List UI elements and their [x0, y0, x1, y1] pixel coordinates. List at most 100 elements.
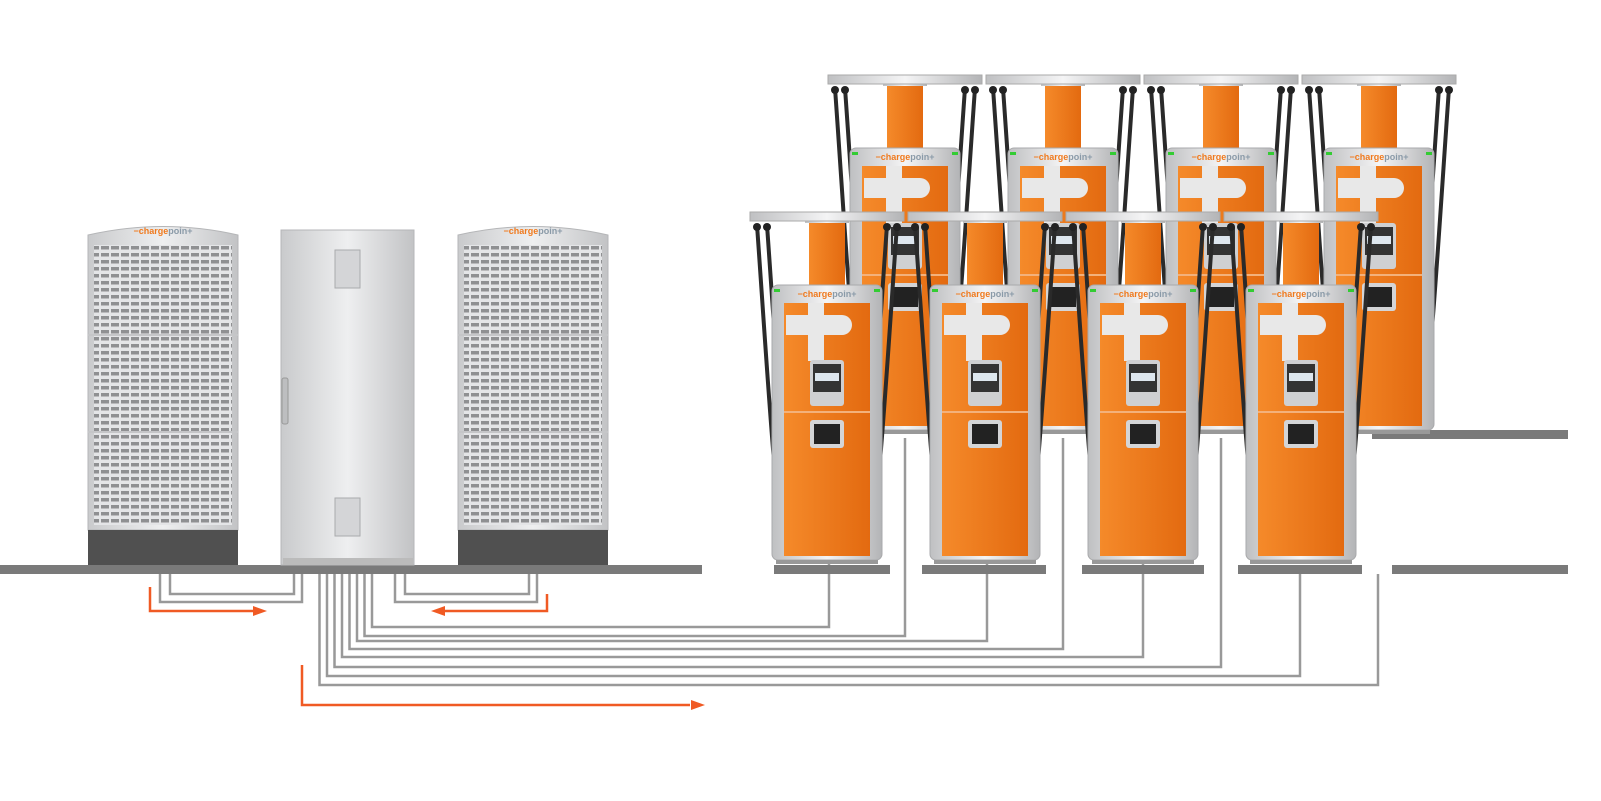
- cable-hook-icon: [831, 86, 839, 94]
- brand-logo: −chargepoin+: [1113, 289, 1172, 299]
- station-mast: [887, 83, 923, 153]
- cable-hook-icon: [1147, 86, 1155, 94]
- cable-hook-icon: [1051, 223, 1059, 231]
- cable-hook-icon: [961, 86, 969, 94]
- station-mast: [1125, 220, 1161, 290]
- cable-hook-icon: [1199, 223, 1207, 231]
- cable-hook-icon: [1445, 86, 1453, 94]
- cable-hook-icon: [1315, 86, 1323, 94]
- cable-canopy: [907, 211, 1063, 222]
- plus-logo-icon: [1180, 166, 1246, 224]
- connector-icon: [1208, 287, 1234, 307]
- brand-logo: −chargepoin+: [133, 226, 192, 236]
- cable-hook-icon: [1079, 223, 1087, 231]
- connector-icon: [814, 424, 840, 444]
- station-mast: [809, 220, 845, 290]
- charging-station: −chargepoin+: [1065, 211, 1221, 564]
- cable-hook-icon: [971, 86, 979, 94]
- cable-canopy: [985, 74, 1141, 85]
- wire: [348, 438, 1065, 651]
- cable-hook-icon: [883, 223, 891, 231]
- vent-grille: [94, 245, 232, 525]
- plus-logo-icon: [786, 303, 852, 361]
- cabinet-base: [458, 530, 608, 565]
- connector-icon: [1288, 424, 1314, 444]
- station-floor-pad: [922, 565, 1046, 574]
- status-led-icon: [1190, 289, 1196, 292]
- wire: [393, 574, 539, 604]
- status-led-icon: [1168, 152, 1174, 155]
- status-led-icon: [1348, 289, 1354, 292]
- plus-logo-icon: [1102, 303, 1168, 361]
- power-cabinet: −chargepoin+: [87, 226, 239, 565]
- wire: [333, 438, 1223, 669]
- cable-hook-icon: [1237, 223, 1245, 231]
- flow-arrow: [443, 594, 549, 613]
- distribution-box: [280, 229, 415, 566]
- connector-icon: [892, 287, 918, 307]
- cable-canopy: [1065, 211, 1221, 222]
- charging-station: −chargepoin+: [749, 211, 905, 564]
- status-led-icon: [1326, 152, 1332, 155]
- status-led-icon: [1010, 152, 1016, 155]
- brand-logo: −chargepoin+: [503, 226, 562, 236]
- charging-station: −chargepoin+: [907, 211, 1063, 564]
- cabinet-base: [88, 530, 238, 565]
- cable-hook-icon: [999, 86, 1007, 94]
- door-handle-icon: [281, 377, 289, 425]
- wire: [318, 574, 1380, 687]
- brand-logo: −chargepoin+: [797, 289, 856, 299]
- cable-hook-icon: [989, 86, 997, 94]
- cable-hook-icon: [1357, 223, 1365, 231]
- plus-logo-icon: [944, 303, 1010, 361]
- status-led-icon: [1426, 152, 1432, 155]
- brand-logo: −chargepoin+: [1033, 152, 1092, 162]
- cable-hook-icon: [1227, 223, 1235, 231]
- brand-logo: −chargepoin+: [875, 152, 934, 162]
- station-floor-pad: [774, 565, 890, 574]
- cable-hook-icon: [911, 223, 919, 231]
- plus-logo-icon: [864, 166, 930, 224]
- cable-hook-icon: [1157, 86, 1165, 94]
- wire: [363, 438, 907, 638]
- charging-station: −chargepoin+: [1223, 211, 1379, 564]
- cable-canopy: [1301, 74, 1457, 85]
- plus-logo-icon: [1022, 166, 1088, 224]
- station-mast: [1361, 83, 1397, 153]
- cable-hook-icon: [753, 223, 761, 231]
- arrow-head-icon: [691, 700, 705, 710]
- connector-icon: [972, 424, 998, 444]
- arrow-head-icon: [431, 606, 445, 616]
- cable-hook-icon: [841, 86, 849, 94]
- flow-arrow: [300, 665, 690, 707]
- cable-canopy: [749, 211, 905, 222]
- status-led-icon: [1248, 289, 1254, 292]
- cable-hook-icon: [893, 223, 901, 231]
- station-mast: [1203, 83, 1239, 153]
- status-led-icon: [774, 289, 780, 292]
- cable-hook-icon: [1119, 86, 1127, 94]
- brand-logo: −chargepoin+: [1349, 152, 1408, 162]
- station-floor-pad: [1238, 565, 1362, 574]
- brand-logo: −chargepoin+: [1191, 152, 1250, 162]
- flow-arrow: [148, 587, 255, 613]
- vent-grille: [464, 245, 602, 525]
- cable-hook-icon: [1041, 223, 1049, 231]
- arrow-head-icon: [253, 606, 267, 616]
- station-mast: [1283, 220, 1319, 290]
- status-led-icon: [932, 289, 938, 292]
- station-floor-pad: [1082, 565, 1204, 574]
- status-led-icon: [874, 289, 880, 292]
- status-led-icon: [1268, 152, 1274, 155]
- connector-icon: [1130, 424, 1156, 444]
- status-led-icon: [1110, 152, 1116, 155]
- brand-logo: −chargepoin+: [1271, 289, 1330, 299]
- wire: [168, 574, 296, 596]
- status-led-icon: [1090, 289, 1096, 292]
- cable-hook-icon: [1287, 86, 1295, 94]
- status-led-icon: [952, 152, 958, 155]
- flow-arrows: [148, 587, 705, 710]
- cable-hook-icon: [1367, 223, 1375, 231]
- cable-canopy: [1223, 211, 1379, 222]
